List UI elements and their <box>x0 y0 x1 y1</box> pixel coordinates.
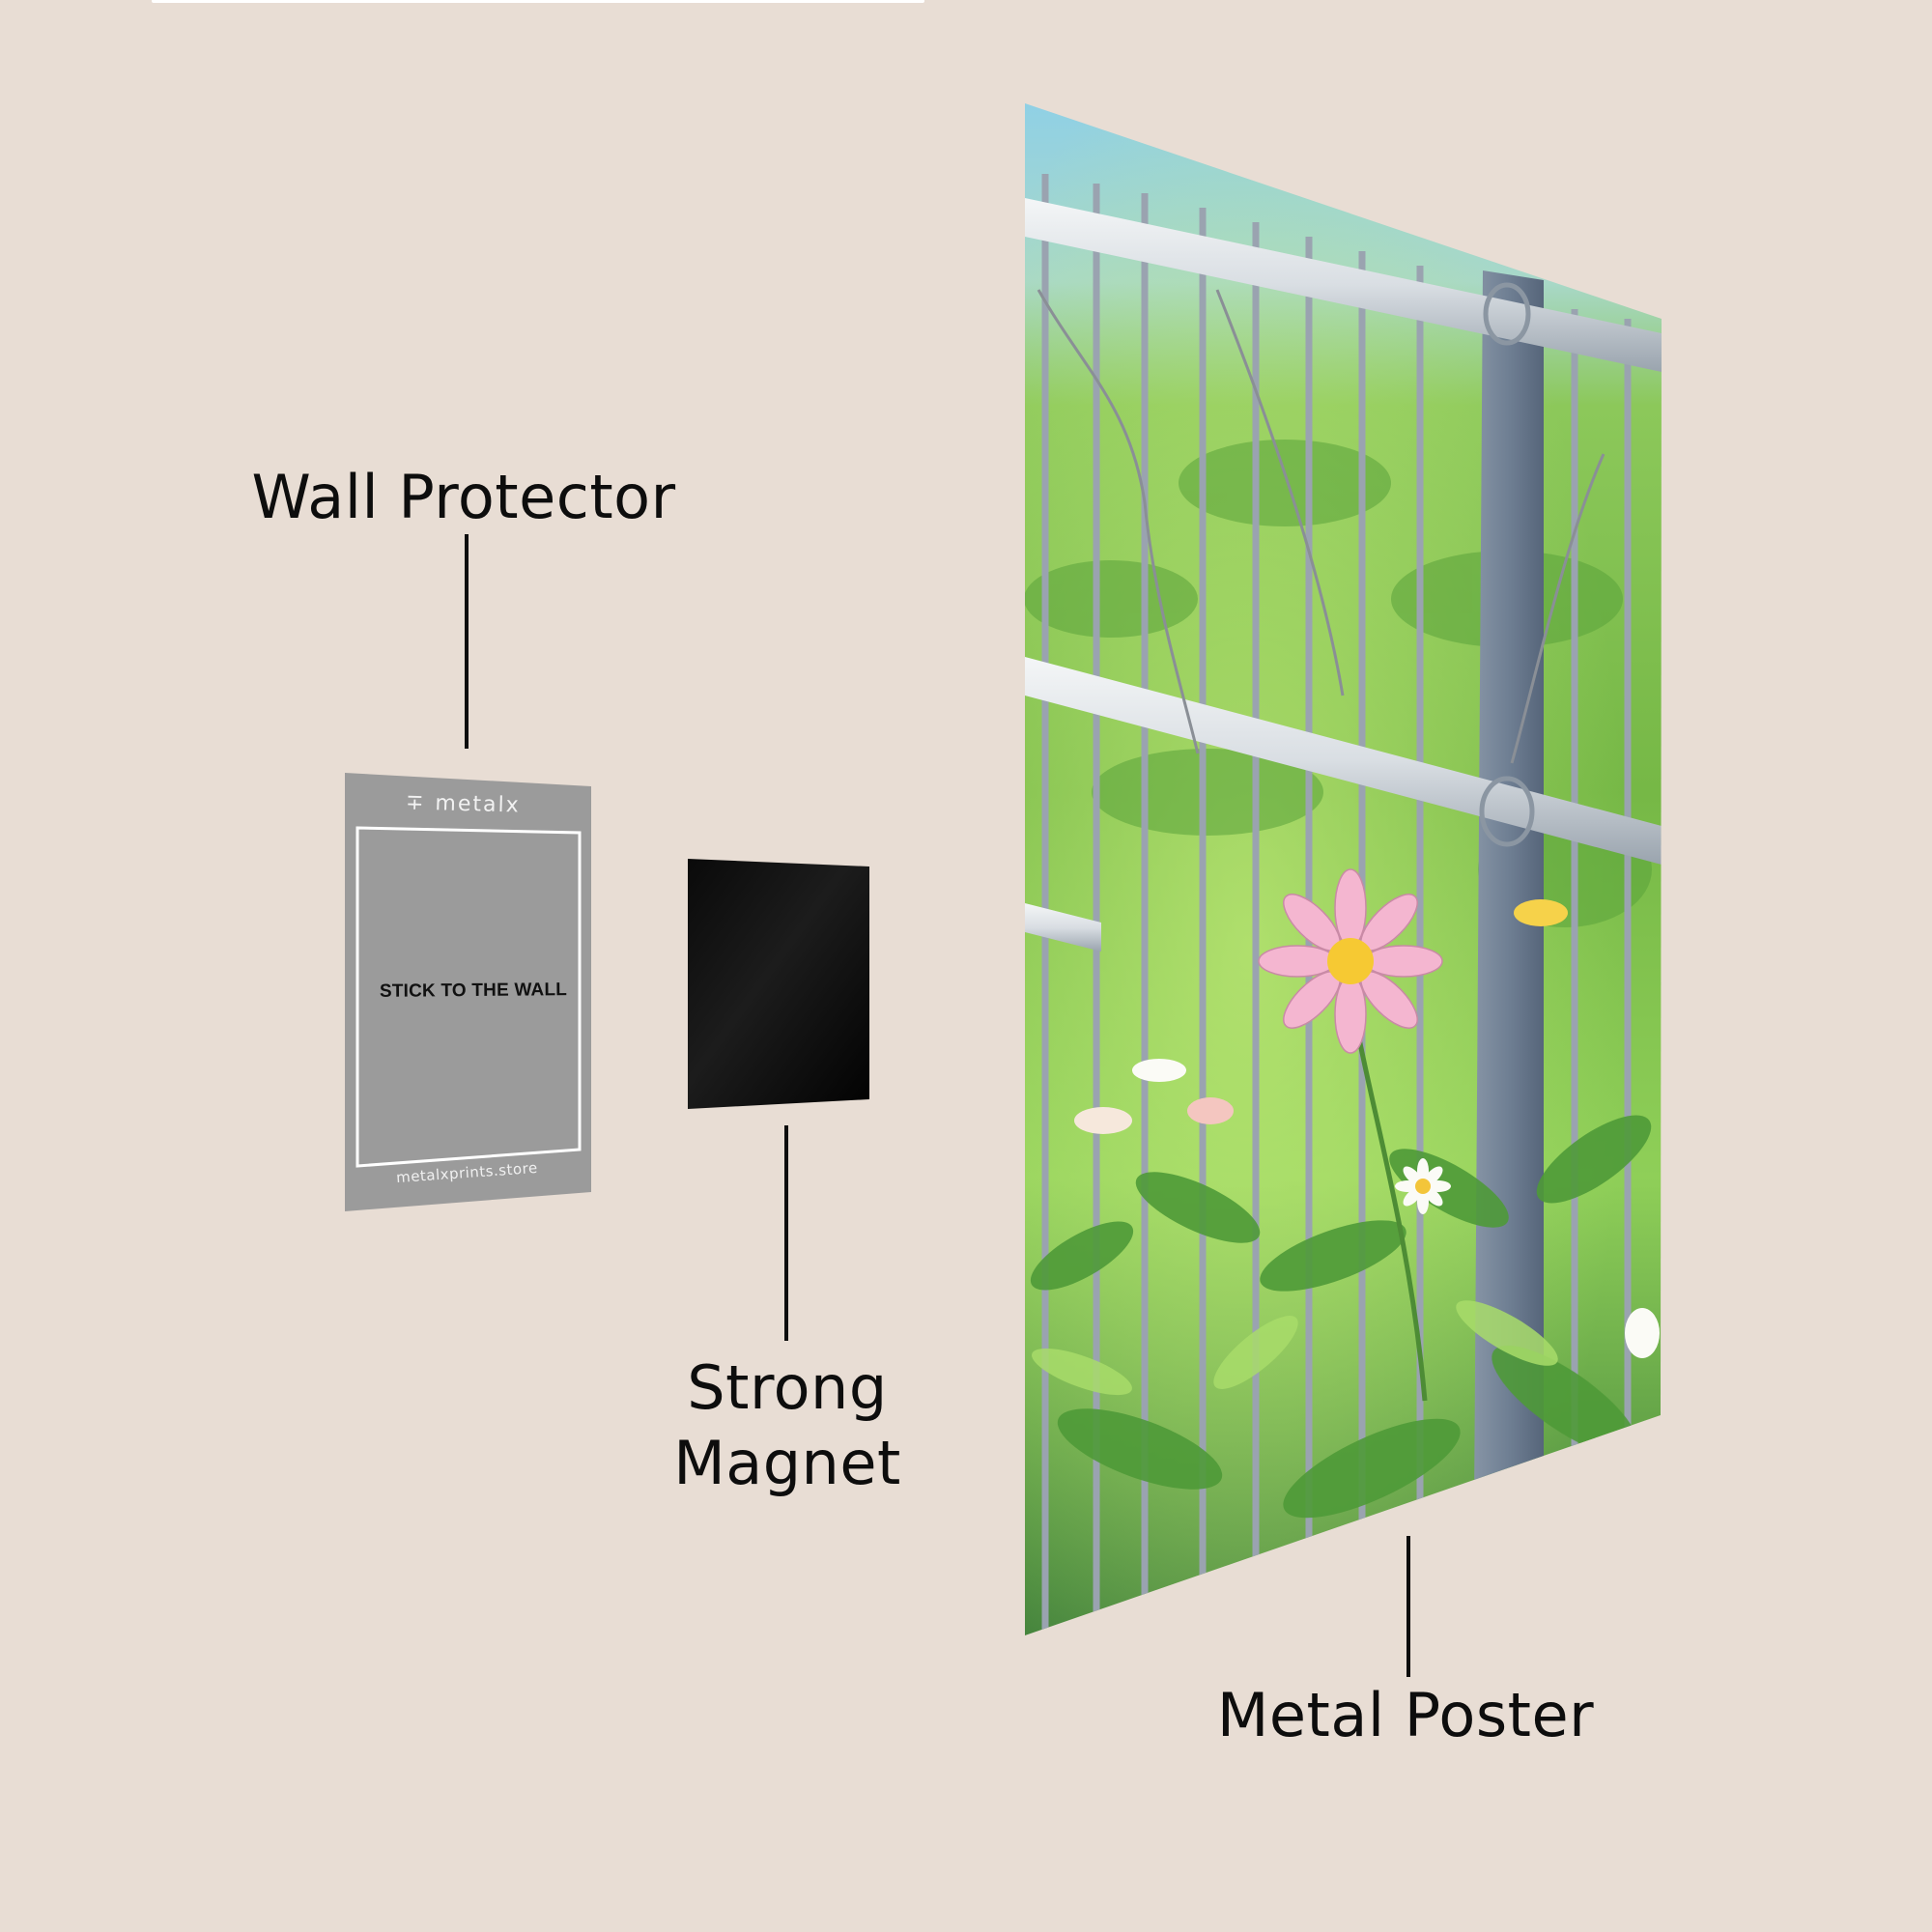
strong-magnet-label: Strong Magnet <box>618 1350 956 1501</box>
metal-poster-label: Metal Poster <box>1216 1680 1595 1750</box>
metalx-logo-icon: ∓ <box>405 790 426 815</box>
metal-poster-leader-line <box>1406 1536 1410 1677</box>
white-daisy <box>1395 1158 1451 1214</box>
metalx-brand: ∓ metalx <box>406 790 521 817</box>
top-edge-bar <box>152 0 924 3</box>
wall-protector-label: Wall Protector <box>251 462 676 532</box>
strong-magnet-label-line2: Magnet <box>673 1428 901 1498</box>
strong-magnet-leader-line <box>784 1125 788 1341</box>
metalx-brand-text: metalx <box>435 791 521 818</box>
wall-protector-leader-line <box>465 534 469 749</box>
metal-poster <box>1025 103 1662 1635</box>
wall-protector-sheet <box>345 773 591 1211</box>
strong-magnet-label-line1: Strong <box>687 1352 888 1423</box>
pink-daisy <box>1258 868 1443 1054</box>
magnet-sheet <box>688 859 869 1109</box>
stick-to-wall-text: STICK TO THE WALL <box>379 980 568 1002</box>
